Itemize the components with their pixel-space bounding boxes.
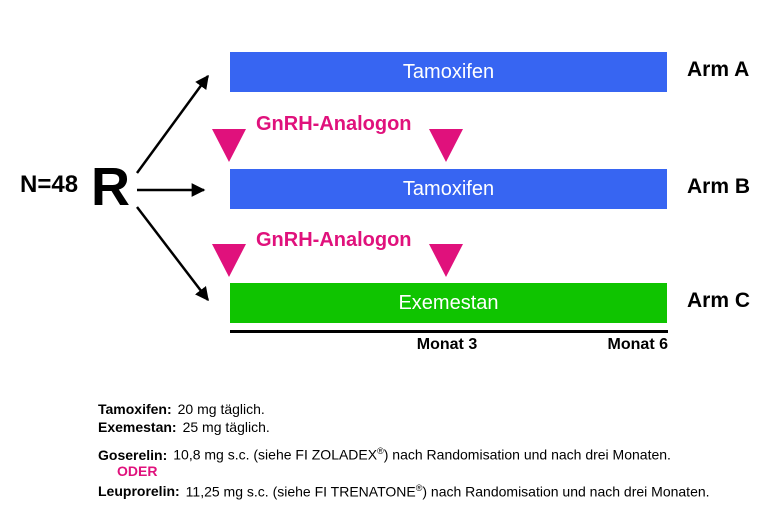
footnote-exemestan-label: Exemestan: [98,419,177,435]
arm-b-bar-label: Tamoxifen [402,178,495,200]
arm-a-bar-label: Tamoxifen [402,61,495,83]
arrow-to-arm-c [136,206,209,302]
gnrh-marker-icon [429,244,463,277]
dosing-footnotes: Tamoxifen: 20 mg täglich. Exemestan: 25 mg… [98,400,710,500]
footnote-exemestan: Exemestan: 25 mg täglich. [98,418,710,436]
arm-b-bar: Tamoxifen [230,169,667,209]
randomization-symbol: R [91,157,130,217]
gnrh-analogon-label-b: GnRH-Analogon [256,113,412,135]
gnrh-marker-icon [212,244,246,277]
footnote-exemestan-text: 25 mg täglich. [182,419,270,435]
registered-trademark-icon: ® [415,482,423,493]
timeline-tick-monat-6: Monat 6 [607,336,668,353]
arm-a-label: Arm A [687,58,750,81]
footnote-tamoxifen: Tamoxifen: 20 mg täglich. [98,400,710,418]
footnote-tamoxifen-label: Tamoxifen: [98,401,172,417]
arm-c-label: Arm C [687,289,751,312]
gnrh-marker-icon [429,129,463,162]
arm-c-bar: Exemestan [230,283,667,323]
arm-c-bar-label: Exemestan [398,292,499,314]
arm-b-label: Arm B [687,175,751,198]
footnote-goserelin: Goserelin: 10,8 mg s.c. (siehe FI ZOLADEX… [98,442,710,464]
footnote-goserelin-text-1: 10,8 mg s.c. (siehe FI ZOLADEX [173,446,378,463]
footnote-goserelin-label: Goserelin: [98,446,168,463]
footnote-leuprorelin-label: Leuprorelin: [98,483,180,500]
registered-trademark-icon: ® [377,446,384,456]
gnrh-analogon-label-c: GnRH-Analogon [256,229,412,251]
timeline-tick-monat-3: Monat 3 [416,336,478,353]
footnote-leuprorelin-text-1: 11,25 mg s.c. (siehe FI TRENATONE [185,483,416,500]
sample-size-label: N=48 [20,171,79,198]
footnote-leuprorelin-text-2: ) nach Randomisation und nach drei Monat… [422,483,710,500]
timeline-axis [230,330,668,333]
footnote-leuprorelin: Leuprorelin: 11,25 mg s.c. (siehe FI TREN… [98,479,710,501]
footnote-goserelin-text-2: ) nach Randomisation und nach drei Monat… [383,446,671,463]
footnote-oder: ODER [117,462,158,479]
footnote-tamoxifen-text: 20 mg täglich. [177,401,265,417]
arm-a-bar: Tamoxifen [230,52,667,92]
gnrh-marker-icon [212,129,246,162]
arrow-to-arm-a [135,74,210,174]
